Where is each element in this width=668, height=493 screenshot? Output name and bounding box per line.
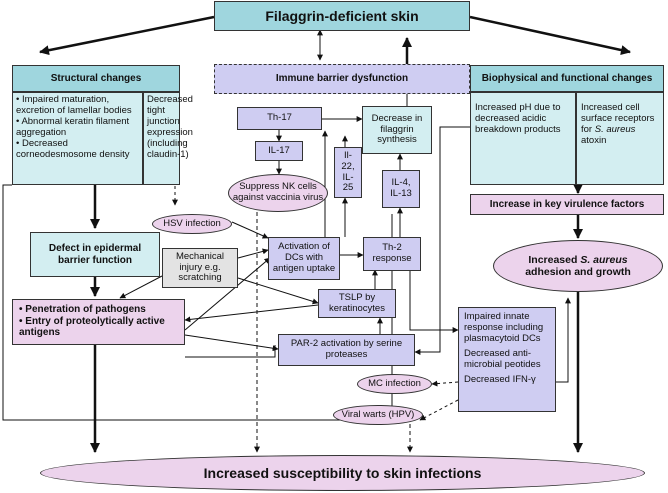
mc-infection-ellipse: MC infection bbox=[357, 374, 432, 394]
adhesion-organism: S. aureus bbox=[580, 253, 628, 266]
innate-item-2: Decreased anti-microbial peotides bbox=[464, 347, 541, 370]
il4-box: IL-4, IL-13 bbox=[382, 170, 420, 208]
biophysical-right-box: Increased cell surface receptors for S. … bbox=[576, 92, 664, 185]
tslp-box: TSLP by keratinocytes bbox=[318, 289, 396, 318]
innate-item-3: Decreased IFN-γ bbox=[464, 373, 536, 385]
activation-dcs-box: Activation of DCs with antigen uptake bbox=[268, 237, 340, 280]
tight-junction-box: Decreased tight junction expression (inc… bbox=[143, 92, 193, 185]
adhesion-suffix: adhesion and growth bbox=[525, 266, 631, 278]
par2-box: PAR-2 activation by serine proteases bbox=[278, 334, 415, 366]
innate-response-box: Impaired innate response including plasm… bbox=[458, 307, 556, 412]
adhesion-ellipse: Increased S. aureus adhesion and growth bbox=[493, 240, 663, 292]
penetration-box: • Penetration of pathogens • Entry of pr… bbox=[12, 299, 185, 345]
th17-box: Th-17 bbox=[237, 107, 322, 130]
th2-box: Th-2 response bbox=[363, 237, 421, 271]
hsv-ellipse: HSV infection bbox=[152, 214, 232, 234]
virulence-box: Increase in key virulence factors bbox=[470, 194, 664, 215]
il22-box: Il-22, IL-25 bbox=[334, 147, 362, 198]
adhesion-prefix: Increased bbox=[528, 253, 581, 266]
penetration-item-1: • Penetration of pathogens bbox=[19, 304, 146, 315]
il17-box: IL-17 bbox=[255, 141, 303, 161]
structural-item-2: • Abnormal keratin filament aggregation bbox=[16, 115, 130, 138]
defect-barrier-box: Defect in epidermal barrier function bbox=[30, 232, 160, 277]
penetration-item-2: • Entry of proteolytically active antige… bbox=[19, 315, 165, 339]
biophysical-header: Biophysical and functional changes bbox=[470, 65, 664, 92]
bottom-ellipse: Increased susceptibility to skin infecti… bbox=[40, 455, 645, 491]
structural-item-1: • Impaired maturation, excretion of lame… bbox=[16, 94, 132, 116]
immune-header: Immune barrier dysfunction bbox=[214, 64, 470, 94]
receptor-organism: S. aureus bbox=[594, 123, 636, 135]
decrease-filaggrin-box: Decrease in filaggrin synthesis bbox=[362, 106, 432, 154]
receptor-suffix: atoxin bbox=[581, 134, 607, 146]
biophysical-left-box: Increased pH due to decreased acidic bre… bbox=[470, 92, 576, 185]
suppress-nk-ellipse: Suppress NK cells against vaccinia virus bbox=[228, 174, 328, 212]
viral-warts-ellipse: Viral warts (HPV) bbox=[333, 405, 423, 425]
mechanical-injury-box: Mechanical injury e.g. scratching bbox=[162, 248, 238, 288]
innate-item-1: Impaired innate response including plasm… bbox=[464, 311, 544, 344]
structural-header: Structural changes bbox=[12, 65, 180, 92]
structural-item-3: • Decreased corneodesmosome density bbox=[16, 137, 130, 160]
title-box: Filaggrin-deficient skin bbox=[214, 1, 470, 31]
structural-left-box: • Impaired maturation, excretion of lame… bbox=[12, 92, 143, 185]
receptor-prefix: Increased cell surface receptors for bbox=[581, 102, 655, 135]
